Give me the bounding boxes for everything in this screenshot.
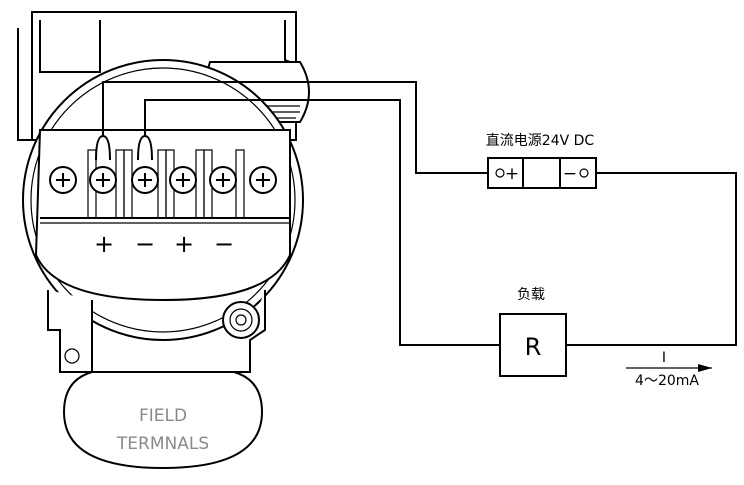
power-supply: 直流电源24V DC + − [486, 132, 597, 189]
terminal-block [49, 110, 277, 219]
housing-cap: FIELD TERMNALS [62, 371, 264, 470]
wire-return [566, 172, 737, 346]
cap-label-field: FIELD [139, 406, 187, 426]
terminal-screw-5 [209, 166, 237, 194]
power-supply-label: 直流电源24V DC [486, 132, 595, 149]
power-supply-negative: − [563, 164, 577, 184]
polarity-marks: + − + − [94, 230, 234, 258]
polarity-mark-4: − [214, 230, 234, 258]
load-label: 负载 [517, 287, 545, 303]
terminal-chamber [34, 129, 291, 302]
cap-label-terminals: TERMNALS [116, 434, 209, 454]
terminal-screw-3 [131, 166, 159, 194]
wire-lug-positive [95, 122, 111, 161]
terminal-screw-1 [49, 166, 77, 194]
polarity-mark-3: + [174, 230, 194, 258]
current-indicator: I 4～20mA [626, 350, 712, 389]
wire-lug-negative [137, 110, 153, 161]
current-arrow-icon [698, 364, 712, 372]
terminal-screw-2 [89, 166, 117, 194]
current-symbol: I [662, 350, 666, 366]
polarity-mark-2: − [135, 230, 155, 258]
resistor-symbol: R [525, 333, 542, 361]
external-wires [102, 81, 737, 346]
terminal-screw-6 [249, 166, 277, 194]
wire-positive [102, 81, 492, 174]
terminal-screw-4 [169, 166, 197, 194]
polarity-mark-1: + [94, 230, 114, 258]
load-resistor: 负载 R [499, 287, 567, 377]
wire-negative [144, 99, 500, 346]
housing-lower [47, 290, 266, 373]
power-supply-positive: + [505, 164, 519, 184]
current-range: 4～20mA [635, 373, 699, 389]
